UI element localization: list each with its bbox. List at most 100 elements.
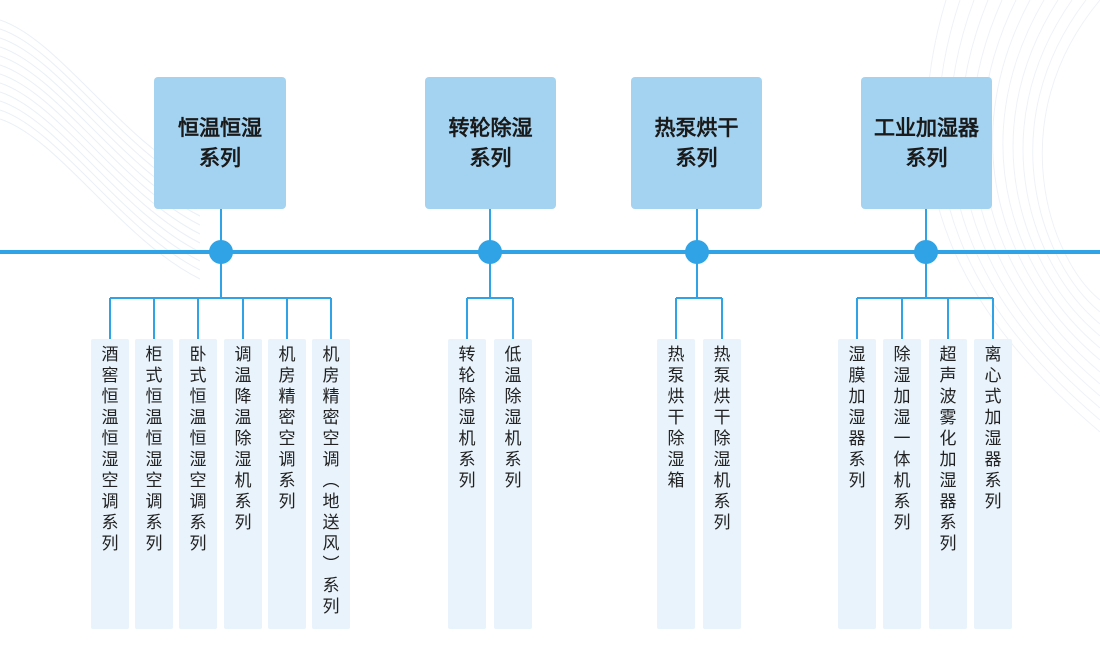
background-wave-line bbox=[1012, 0, 1100, 337]
item-label-char: 调 bbox=[189, 492, 207, 512]
item-box: 湿膜加湿器系列 bbox=[838, 339, 876, 629]
item-label-char: 除 bbox=[458, 387, 476, 407]
category-box: 热泵烘干系列 bbox=[631, 77, 762, 209]
item-box: 机房精密空调系列 bbox=[268, 339, 306, 629]
item-label-char: 离 bbox=[984, 345, 1002, 365]
item-label-char: 空 bbox=[145, 471, 163, 491]
item-label-char: 温 bbox=[234, 366, 252, 386]
item-label-char: 系 bbox=[278, 471, 296, 491]
timeline-node bbox=[209, 240, 233, 264]
item-label-char: 送 bbox=[322, 513, 340, 533]
item-label-char: 系 bbox=[458, 450, 476, 470]
item-label-char: 除 bbox=[667, 429, 685, 449]
item-label-char: 温 bbox=[234, 408, 252, 428]
item-box: 热泵烘干除湿箱 bbox=[657, 339, 695, 629]
item-label-char: 湿 bbox=[984, 429, 1002, 449]
item-label-char: 湿 bbox=[848, 345, 866, 365]
item-label: 卧式恒温恒湿空调系列 bbox=[188, 345, 208, 555]
item-label-char: 湿 bbox=[713, 450, 731, 470]
item-label-char: 密 bbox=[322, 408, 340, 428]
background-wave-line bbox=[0, 82, 201, 244]
item-label-char: 列 bbox=[893, 513, 911, 533]
timeline-node bbox=[914, 240, 938, 264]
item-label-char: 湿 bbox=[667, 450, 685, 470]
item-label: 转轮除湿机系列 bbox=[457, 345, 477, 492]
item-label-char: 超 bbox=[939, 345, 957, 365]
category-title: 系列 bbox=[469, 146, 512, 170]
background-wave-line bbox=[971, 0, 1100, 385]
item-label-char: 除 bbox=[234, 429, 252, 449]
item-label: 柜式恒温恒湿空调系列 bbox=[144, 345, 164, 555]
item-label-char: 调 bbox=[234, 345, 252, 365]
item-label-char: 湿 bbox=[145, 450, 163, 470]
item-label-char: 湿 bbox=[939, 471, 957, 491]
item-box: 柜式恒温恒湿空调系列 bbox=[135, 339, 173, 629]
item-box: 超声波雾化加湿器系列 bbox=[929, 339, 967, 629]
category-title: 转轮除湿 bbox=[448, 116, 533, 140]
item-label-char: 湿 bbox=[848, 408, 866, 428]
item-label-char: 空 bbox=[101, 471, 119, 491]
category-box: 转轮除湿系列 bbox=[425, 77, 556, 209]
item-label-char: 式 bbox=[189, 366, 207, 386]
item-label-char: 式 bbox=[145, 366, 163, 386]
item-label-char: 加 bbox=[939, 450, 957, 470]
item-box: 离心式加湿器系列 bbox=[974, 339, 1012, 629]
item-box: 酒窖恒温恒湿空调系列 bbox=[91, 339, 129, 629]
item-box: 热泵烘干除湿机系列 bbox=[703, 339, 741, 629]
item-label-char: 系 bbox=[234, 492, 252, 512]
item-label-char: 温 bbox=[145, 408, 163, 428]
item-label-char: 波 bbox=[939, 387, 957, 407]
item-label-char: 热 bbox=[667, 345, 685, 365]
item-label-char: 空 bbox=[189, 471, 207, 491]
timeline-node bbox=[685, 240, 709, 264]
item-label: 超声波雾化加湿器系列 bbox=[938, 345, 958, 555]
item-label-char: 恒 bbox=[189, 429, 207, 449]
item-label-char: 温 bbox=[504, 366, 522, 386]
item-label-char: 精 bbox=[322, 387, 340, 407]
item-label-char: 器 bbox=[848, 429, 866, 449]
item-label-char: 系 bbox=[984, 471, 1002, 491]
item-box: 低温除湿机系列 bbox=[494, 339, 532, 629]
background-wave-line bbox=[937, 0, 1100, 421]
background-wave-line bbox=[0, 73, 201, 235]
item-label-char: 器 bbox=[939, 492, 957, 512]
background-wave-line bbox=[981, 0, 1100, 373]
item-label-char: 列 bbox=[101, 534, 119, 554]
item-label-char: 列 bbox=[984, 492, 1002, 512]
item-label-char: 箱 bbox=[667, 471, 685, 491]
item-label-char: 干 bbox=[713, 408, 731, 428]
item-label-char: 系 bbox=[189, 513, 207, 533]
item-label-char: 空 bbox=[322, 429, 340, 449]
category-box: 工业加湿器系列 bbox=[861, 77, 992, 209]
item-box: 机房精密空调︵地送风︶系列 bbox=[312, 339, 350, 629]
background-wave-line bbox=[1022, 0, 1100, 325]
item-label-char: 恒 bbox=[101, 387, 119, 407]
item-label-char: 泵 bbox=[713, 366, 731, 386]
item-label-char: ︵ bbox=[322, 471, 340, 491]
background-wave-line bbox=[0, 118, 201, 280]
item-label-char: 体 bbox=[893, 450, 911, 470]
background-wave-line bbox=[948, 0, 1100, 409]
item-label: 热泵烘干除湿机系列 bbox=[712, 345, 732, 534]
item-label-char: 列 bbox=[458, 471, 476, 491]
item-label-char: 风 bbox=[322, 534, 340, 554]
category-title: 系列 bbox=[199, 146, 241, 170]
item-label-char: 机 bbox=[504, 429, 522, 449]
item-label-char: 调 bbox=[278, 450, 296, 470]
item-label-char: 转 bbox=[458, 345, 476, 365]
item-label-char: 一 bbox=[893, 429, 911, 449]
item-label-char: 膜 bbox=[848, 366, 866, 386]
item-label-char: 系 bbox=[322, 576, 340, 596]
background-wave-pattern bbox=[0, 0, 1100, 433]
item-label-char: 系 bbox=[939, 513, 957, 533]
item-label-char: 机 bbox=[234, 471, 252, 491]
item-label-char: 列 bbox=[322, 597, 340, 617]
timeline-node bbox=[478, 240, 502, 264]
item-label-char: 空 bbox=[278, 429, 296, 449]
item-label-char: 除 bbox=[504, 387, 522, 407]
item-label-char: 窖 bbox=[101, 366, 119, 386]
background-wave-line bbox=[926, 0, 1100, 433]
category-box: 恒温恒湿系列 bbox=[154, 77, 286, 209]
item-label-char: 湿 bbox=[504, 408, 522, 428]
